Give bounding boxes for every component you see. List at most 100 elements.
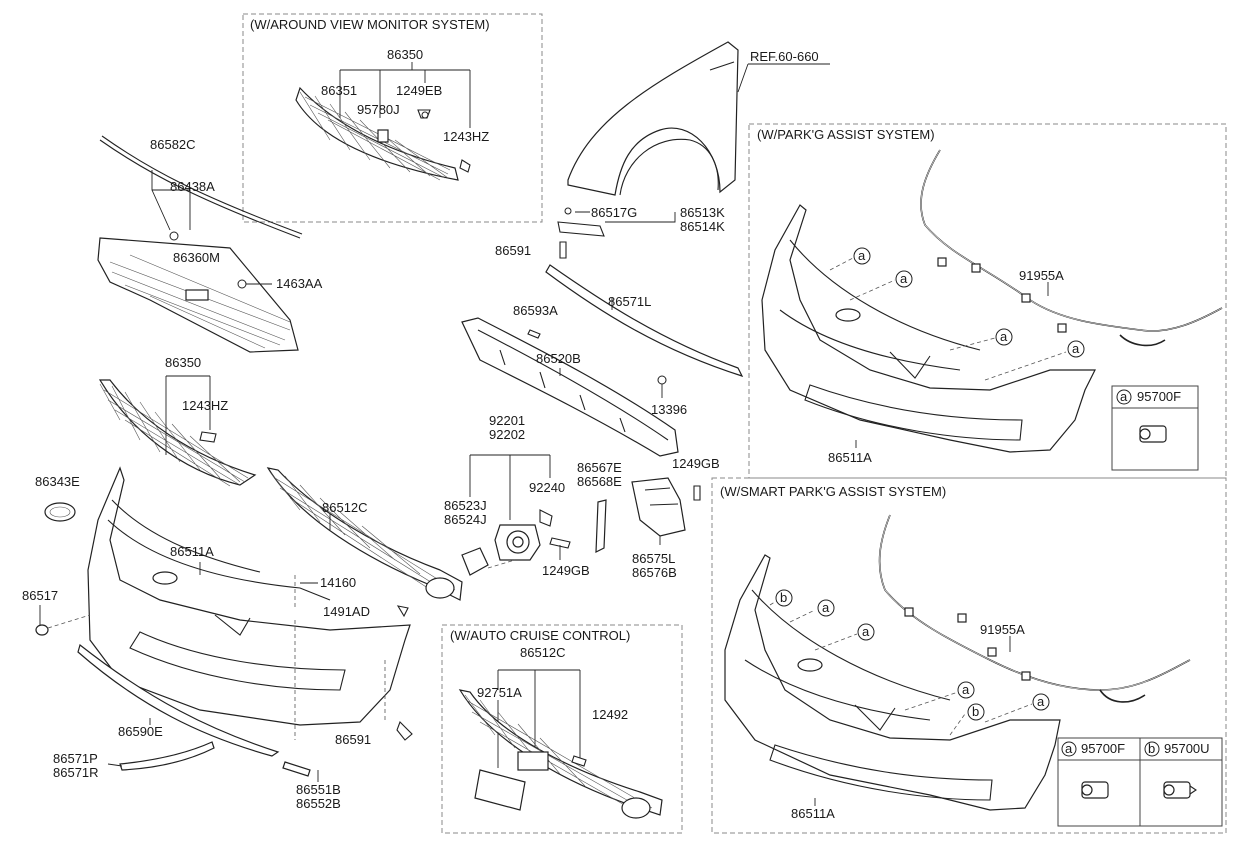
section-box-pas: (W/PARK'G ASSIST SYSTEM) [748,123,1227,479]
label-86571P: 86571P [53,751,98,766]
molding-strip-inner [101,135,303,235]
lower-strip [77,643,280,757]
label-1491AD: 1491AD [323,604,370,619]
tow-cap-icon [35,624,49,636]
spas-marker-b1: b [775,589,793,607]
fog-lamp [461,524,541,576]
sensor-icon [1139,425,1167,443]
svg-text:a: a [1037,694,1045,709]
svg-text:b: b [1148,741,1155,756]
lower-grille [266,467,463,601]
label-86514K: 86514K [680,219,725,234]
label-86513K: 86513K [680,205,725,220]
label-91955A-b: 91955A [980,622,1025,637]
side-clip [595,499,607,553]
label-92240: 92240 [529,480,565,495]
section-box-acc: (W/AUTO CRUISE CONTROL) [441,624,683,834]
label-1249GB-b: 1249GB [542,563,590,578]
bolt-icon-f [693,485,701,501]
spas-dashlines [769,599,1033,736]
label-pas-86511A: 86511A [828,450,872,465]
bracket-small [282,761,311,777]
section-title-spas: (W/SMART PARK'G ASSIST SYSTEM) [720,484,946,499]
pas-marker-a4: a [1067,340,1085,358]
spas-marker-a2: a [857,623,875,641]
side-bracket [631,477,686,537]
screw-icon [237,279,247,289]
pas-marker-a1: a [853,247,871,265]
label-86567E: 86567E [577,460,622,475]
section-title-avm: (W/AROUND VIEW MONITOR SYSTEM) [250,17,490,32]
ref-label: REF.60-660 [750,49,819,64]
svg-text:a: a [822,600,830,615]
pas-marker-a2: a [895,270,913,288]
fender-bracket [557,221,605,237]
beam-strip [545,264,744,378]
label-86582C: 86582C [150,137,196,152]
label-86350-b: 86350 [165,355,201,370]
pas-sensor-legend: a 95700F [1111,385,1199,471]
pas-marker-a3: a [995,328,1013,346]
label-95700F: 95700F [1137,389,1181,404]
label-86593A: 86593A [513,303,558,318]
label-86511A: 86511A [170,544,214,559]
label-86351: 86351 [321,83,357,98]
section-box-avm: (W/AROUND VIEW MONITOR SYSTEM) [242,13,543,223]
clip-icon [169,231,179,241]
label-86520B: 86520B [536,351,581,366]
svg-text:b: b [780,590,787,605]
label-86523J: 86523J [444,498,487,513]
pas-dashlines [829,257,1067,381]
spas-marker-a1: a [817,599,835,617]
molding-strip [99,139,301,239]
front-bumper-main [87,466,411,726]
section-title-pas: (W/PARK'G ASSIST SYSTEM) [757,127,935,142]
bolt-icon-e [549,537,571,549]
svg-text:a: a [862,624,870,639]
label-92201: 92201 [489,413,525,428]
label-86571R: 86571R [53,765,99,780]
svg-text:a: a [858,248,866,263]
label-86350: 86350 [387,47,423,62]
label-1249EB: 1249EB [396,83,442,98]
bolt-icon [459,159,471,173]
pas-bumper [761,204,1096,453]
svg-text:a: a [1000,329,1008,344]
label-86591: 86591 [335,732,371,747]
spas-marker-b2: b [967,703,985,721]
spas-marker-a4: a [1032,693,1050,711]
energy-absorber [461,317,679,457]
label-13396: 13396 [651,402,687,417]
leader-ref [737,63,830,93]
main-grille [98,379,257,487]
acc-grille [458,689,663,819]
corner-trim [119,741,215,771]
sensor-icon-f [1081,781,1109,799]
bolt-icon-c [396,721,413,741]
label-86517G: 86517G [591,205,637,220]
label-86512C: 86512C [322,500,368,515]
bolt-icon-g [571,755,587,767]
svg-text:b: b [972,704,979,719]
avm-leaders [339,62,471,128]
label-92202: 92202 [489,427,525,442]
label-86512C-b: 86512C [520,645,566,660]
fog-leaders [469,454,551,520]
label-86343E: 86343E [35,474,80,489]
label-86576B: 86576B [632,565,677,580]
label-86552B: 86552B [296,796,341,811]
label-95780J: 95780J [357,102,400,117]
leader-86517G [575,211,676,223]
label-86590E: 86590E [118,724,163,739]
fender [567,41,739,196]
label-95700U: 95700U [1164,741,1210,756]
section-title-acc: (W/AUTO CRUISE CONTROL) [450,628,630,643]
dashline-86517 [47,614,91,629]
clip-icon-b [396,605,409,618]
spas-sensor-legend: a 95700F b 95700U [1057,737,1223,827]
label-spas-86511A: 86511A [791,806,835,821]
label-86360M: 86360M [173,250,220,265]
bracket-92240 [539,509,553,527]
svg-text:a: a [1072,341,1080,356]
